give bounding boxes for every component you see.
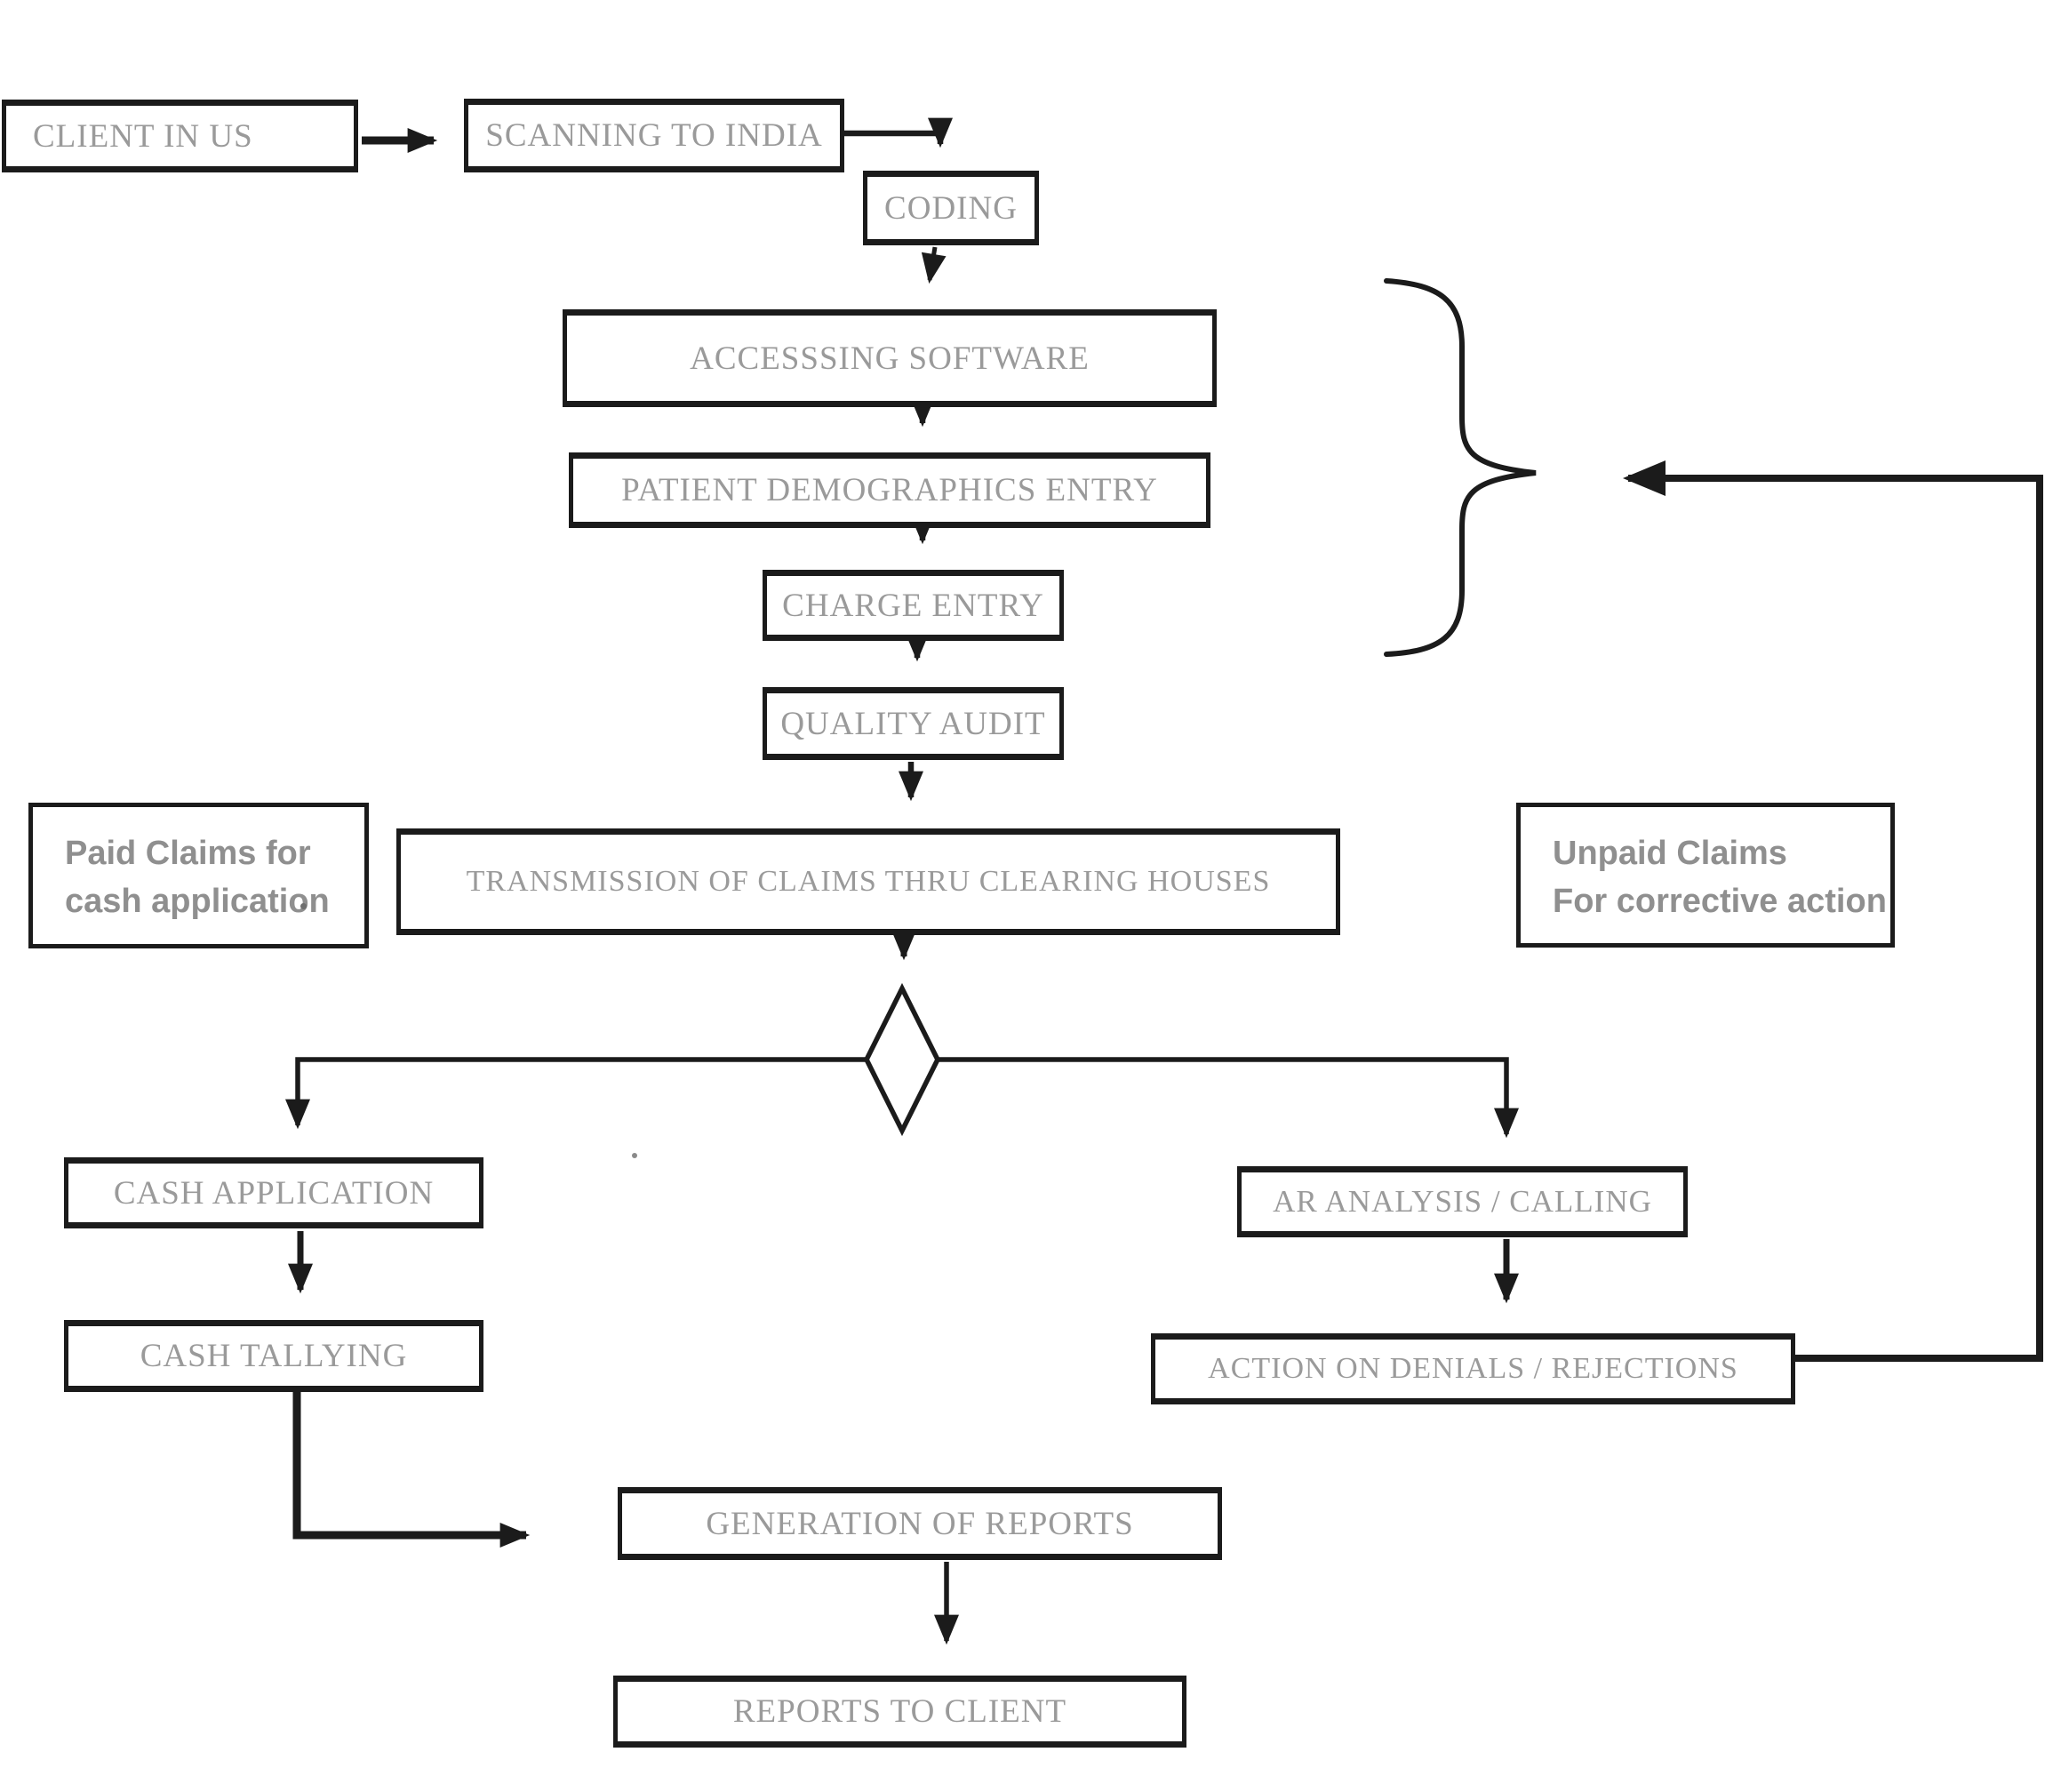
node-reports-to-client: REPORTS TO CLIENT: [613, 1676, 1186, 1748]
note-paid-claims-line1: Paid Claims for: [65, 835, 311, 872]
node-charge-entry: CHARGE ENTRY: [763, 570, 1064, 641]
arrow-decision-to-ar-analysis: [938, 1057, 1519, 1139]
arrow-cash-tallying-to-generation: [292, 1392, 531, 1548]
node-cash-tallying: CASH TALLYING: [64, 1320, 483, 1392]
node-charge-entry-label: CHARGE ENTRY: [782, 587, 1044, 624]
node-ar-analysis-calling-label: AR ANALYSIS / CALLING: [1273, 1184, 1652, 1219]
node-patient-demographics-entry: PATIENT DEMOGRAPHICS ENTRY: [569, 452, 1210, 528]
node-transmission-of-claims: TRANSMISSION OF CLAIMS THRU CLEARING HOU…: [396, 828, 1340, 935]
node-ar-analysis-calling: AR ANALYSIS / CALLING: [1237, 1166, 1688, 1237]
note-unpaid-claims-line1: Unpaid Claims: [1553, 835, 1787, 872]
node-accessing-software: ACCESSSING SOFTWARE: [563, 309, 1217, 407]
node-quality-audit: QUALITY AUDIT: [763, 687, 1064, 760]
node-quality-audit-label: QUALITY AUDIT: [780, 705, 1046, 742]
node-generation-of-reports-label: GENERATION OF REPORTS: [706, 1505, 1134, 1542]
node-cash-application-label: CASH APPLICATION: [113, 1174, 435, 1212]
stray-dot: [632, 1153, 637, 1158]
node-reports-to-client-label: REPORTS TO CLIENT: [732, 1693, 1067, 1730]
node-coding-label: CODING: [884, 189, 1018, 227]
node-scanning-to-india: SCANNING TO INDIA: [464, 99, 844, 172]
node-generation-of-reports: GENERATION OF REPORTS: [618, 1487, 1222, 1560]
node-accessing-software-label: ACCESSSING SOFTWARE: [690, 340, 1090, 377]
node-cash-application: CASH APPLICATION: [64, 1157, 483, 1228]
decision-diamond: [863, 982, 941, 1137]
node-cash-tallying-label: CASH TALLYING: [140, 1338, 408, 1374]
note-unpaid-claims-line2: For corrective action: [1553, 882, 1887, 920]
node-action-on-denials-rejections: ACTION ON DENIALS / REJECTIONS: [1151, 1333, 1795, 1404]
node-client-in-us: CLIENT IN US: [2, 100, 358, 172]
arrow-scanning-to-coding: [844, 117, 953, 148]
node-coding: CODING: [863, 171, 1039, 245]
arrow-decision-to-cash-application: [285, 1057, 867, 1130]
stray-dot: [300, 903, 307, 909]
node-client-in-us-label: CLIENT IN US: [33, 117, 253, 155]
node-patient-demographics-entry-label: PATIENT DEMOGRAPHICS ENTRY: [621, 472, 1158, 508]
note-paid-claims-line2: cash application: [65, 882, 330, 920]
node-transmission-of-claims-label: TRANSMISSION OF CLAIMS THRU CLEARING HOU…: [466, 865, 1271, 898]
node-scanning-to-india-label: SCANNING TO INDIA: [485, 117, 823, 154]
arrow-coding-to-accessing: [921, 246, 947, 284]
note-paid-claims: Paid Claims for cash application: [28, 803, 369, 948]
arrow-feedback-denials-to-entry: [1623, 460, 2043, 1362]
note-unpaid-claims: Unpaid Claims For corrective action: [1516, 803, 1895, 948]
grouping-brace: [1384, 278, 1537, 657]
node-action-on-denials-rejections-label: ACTION ON DENIALS / REJECTIONS: [1208, 1352, 1738, 1385]
